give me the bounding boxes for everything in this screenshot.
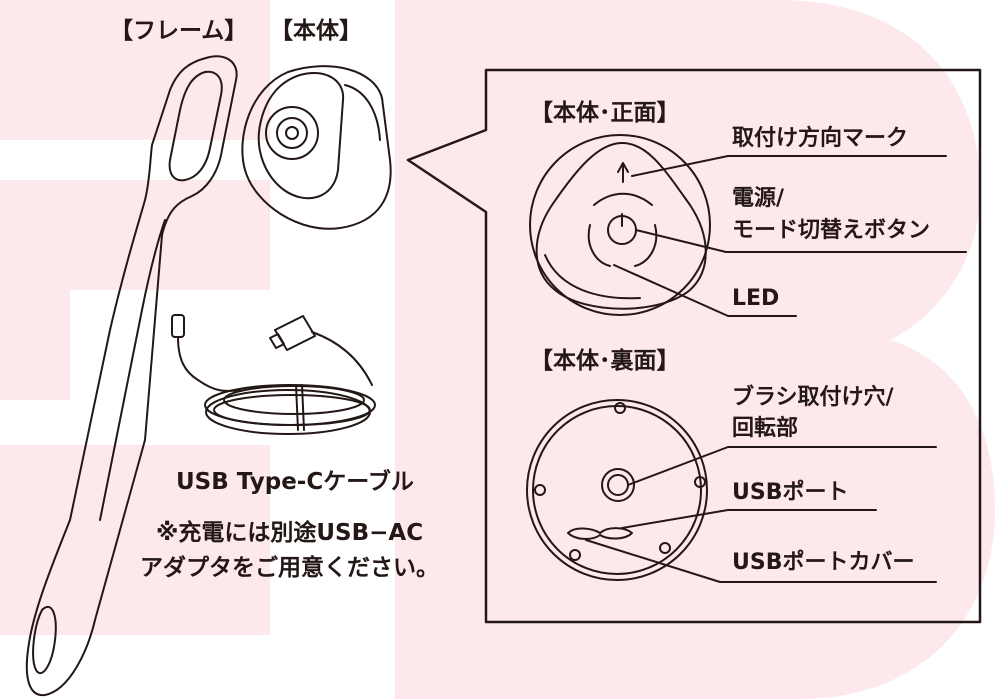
leader-lines	[585, 155, 967, 583]
cable-illustration	[171, 314, 376, 435]
cable-label: USB Type-Cケーブル	[176, 469, 414, 495]
front-view-illustration	[529, 134, 711, 316]
back-view-heading: 【本体･裏面】	[530, 348, 680, 374]
back-view-illustration	[526, 399, 708, 581]
adapter-note-line2: アダプタをご用意ください。	[140, 555, 439, 581]
body-illustration	[241, 65, 392, 230]
usb-port-cover-label: USBポートカバー	[732, 550, 915, 575]
body-label: 【本体】	[270, 18, 362, 44]
led-label: LED	[732, 286, 780, 311]
front-view-heading: 【本体･正面】	[530, 100, 680, 126]
adapter-note-line1: ※充電には別途USB−AC	[156, 520, 424, 546]
frame-label: 【フレーム】	[110, 18, 248, 44]
brush-mount-label-line2: 回転部	[732, 416, 799, 441]
mount-direction-mark-label: 取付け方向マーク	[732, 126, 909, 151]
power-button-label-line2: モード切替えボタン	[732, 218, 931, 243]
power-button-label-line1: 電源/	[732, 186, 785, 211]
usb-port-label: USBポート	[732, 480, 849, 505]
brush-mount-label-line1: ブラシ取付け穴/	[732, 385, 894, 410]
frame-illustration	[25, 55, 238, 697]
callout-panel	[406, 68, 982, 624]
